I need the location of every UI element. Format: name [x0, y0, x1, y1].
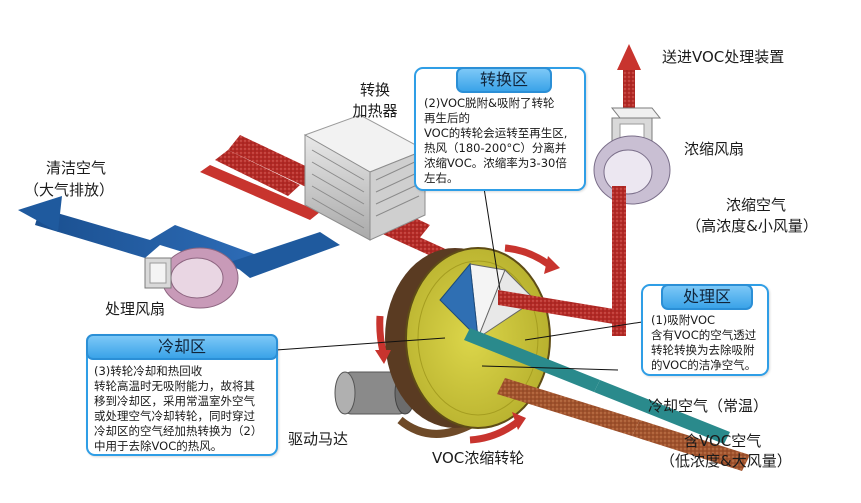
- process-line-2: 含有VOC的空气透过: [651, 328, 757, 342]
- convert-line-4: 热风（180-200°C）分离并: [424, 141, 567, 155]
- heater-label-2: 加热器: [352, 102, 398, 120]
- cool-zone-text: (3)转轮冷却和热回收 转轮高温时无吸附能力，故将其 移到冷却区，采用常温室外空…: [94, 364, 278, 454]
- cool-line-2: 转轮高温时无吸附能力，故将其: [94, 379, 255, 393]
- concentrated-air-label: 浓缩空气: [725, 196, 786, 214]
- cool-line-4: 或处理空气冷却转轮，同时穿过: [94, 409, 255, 423]
- concentrated-air-sublabel: （高浓度&小风量）: [686, 217, 818, 235]
- voc-air-inlet-duct: [497, 378, 750, 471]
- cool-line-6: 中用于去除VOC的热风。: [94, 439, 223, 453]
- process-zone-callout: 处理区 (1)吸附VOC 含有VOC的空气透过 转轮转换为去除吸附 的VOC的洁…: [641, 284, 769, 376]
- process-zone-title: 处理区: [661, 284, 753, 310]
- process-zone-text: (1)吸附VOC 含有VOC的空气透过 转轮转换为去除吸附 的VOC的洁净空气。: [651, 313, 767, 373]
- cool-zone-title: 冷却区: [86, 334, 278, 360]
- convert-line-3: VOC的转轮会运转至再生区,: [424, 126, 568, 140]
- convert-zone-text: (2)VOC脱附&吸附了转轮 再生后的 VOC的转轮会运转至再生区, 热风（18…: [424, 96, 582, 186]
- cool-line-5: 冷却区的空气经加热转换为（2）: [94, 424, 263, 438]
- heater-label-1: 转换: [359, 81, 390, 99]
- convert-zone-callout: 转换区 (2)VOC脱附&吸附了转轮 再生后的 VOC的转轮会运转至再生区, 热…: [414, 67, 586, 191]
- convert-line-1: (2)VOC脱附&吸附了转轮: [424, 96, 555, 110]
- voc-air-label: 含VOC空气: [684, 432, 762, 450]
- cooling-air-inlet-duct: [464, 328, 730, 444]
- convert-line-6: 左右。: [424, 171, 459, 185]
- cool-line-1: (3)转轮冷却和热回收: [94, 364, 203, 378]
- convert-line-2: 再生后的: [424, 111, 470, 125]
- voc-air-sublabel: （低浓度&大风量）: [660, 452, 792, 470]
- leader-lines: [275, 187, 643, 371]
- convert-line-5: 浓缩VOC。浓缩率为3-30倍: [424, 156, 567, 170]
- cool-zone-callout: 冷却区 (3)转轮冷却和热回收 转轮高温时无吸附能力，故将其 移到冷却区，采用常…: [86, 334, 278, 456]
- process-line-3: 转轮转换为去除吸附: [651, 343, 755, 357]
- clean-air-sublabel: （大气排放）: [24, 181, 115, 199]
- concentration-fan: [593, 107, 671, 205]
- heater-box: [303, 114, 427, 241]
- rotation-arrows: [375, 244, 560, 444]
- process-fan: [144, 247, 239, 309]
- concentration-fan-label: 浓缩风扇: [684, 140, 745, 158]
- cool-line-3: 移到冷却区，采用常温室外空气: [94, 394, 255, 408]
- process-fan-label: 处理风扇: [105, 300, 166, 318]
- concentrated-air-duct: [498, 186, 626, 336]
- convert-zone-title: 转换区: [456, 67, 552, 93]
- clean-air-label: 清洁空气: [46, 159, 107, 177]
- voc-treatment-label: 送进VOC处理装置: [662, 48, 785, 66]
- process-line-4: 的VOC的洁净空气。: [651, 358, 757, 372]
- cooling-air-label: 冷却空气（常温）: [648, 397, 769, 415]
- drive-motor-label: 驱动马达: [288, 430, 349, 448]
- rotor-label: VOC浓缩转轮: [432, 449, 525, 467]
- process-line-1: (1)吸附VOC: [651, 313, 716, 327]
